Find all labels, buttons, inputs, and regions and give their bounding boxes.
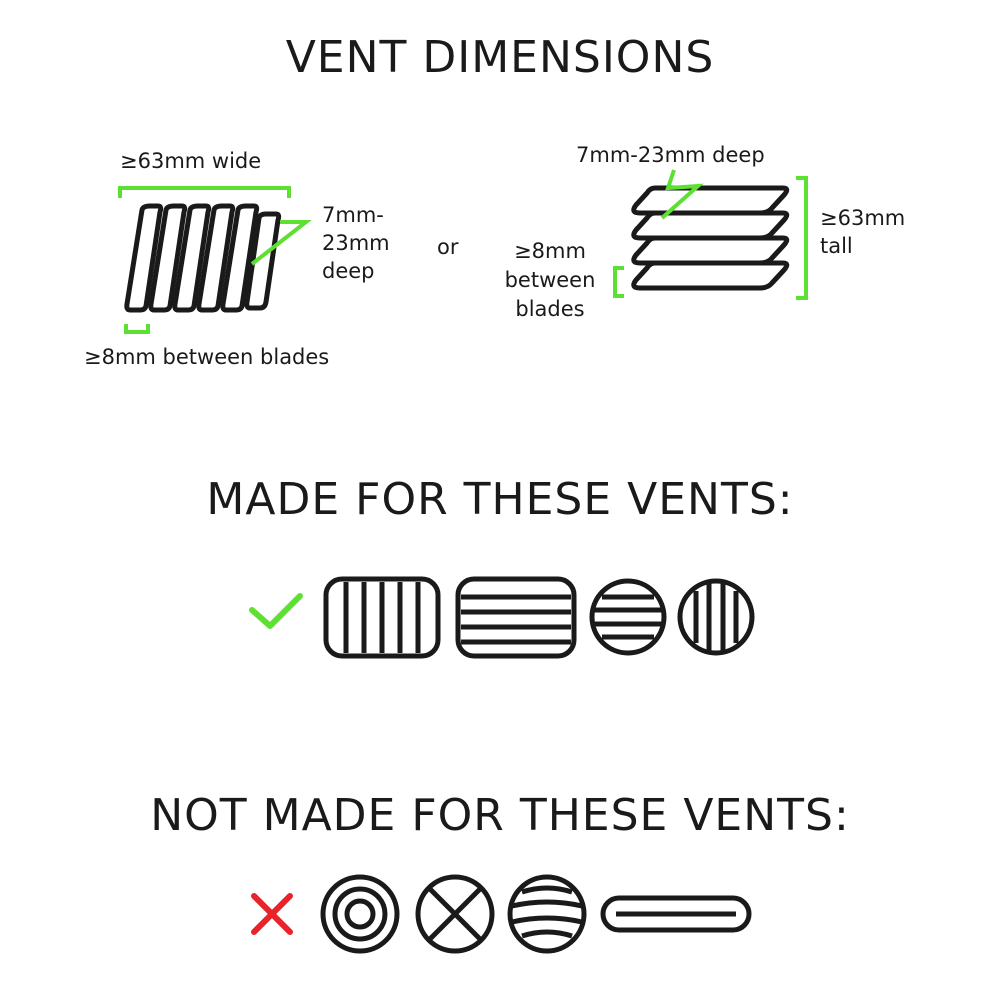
- horizontal-blade: [631, 260, 790, 291]
- horizontal-depth-label: 7mm-23mm deep: [576, 143, 765, 167]
- not-made-for-title: NOT MADE FOR THESE VENTS:: [150, 790, 850, 841]
- curved-round-vent-icon: [507, 874, 587, 954]
- vertical-blade: [148, 203, 188, 313]
- rect-vertical-vent-icon: [323, 576, 441, 659]
- width-bracket: [118, 186, 291, 198]
- x-round-vent-icon: [415, 874, 495, 954]
- vertical-depth-label-line3: deep: [322, 259, 375, 283]
- round-vertical-vent-icon: [677, 578, 755, 656]
- horizontal-height-label-line1: ≥63mm: [820, 206, 906, 230]
- vertical-depth-label-line1: 7mm-: [322, 203, 384, 227]
- horizontal-spacing-label-line2: between: [504, 268, 596, 292]
- check-icon: [249, 593, 303, 629]
- depth-indicator: [660, 169, 704, 220]
- vertical-width-label: ≥63mm wide: [120, 149, 262, 173]
- or-separator: or: [437, 235, 459, 259]
- horizontal-blade: [631, 235, 790, 266]
- single-slot-vent-icon: [600, 895, 752, 933]
- rect-horizontal-vent-icon: [455, 576, 577, 659]
- vertical-blade: [124, 203, 164, 313]
- vertical-spacing-label: ≥8mm between blades: [84, 345, 330, 369]
- vertical-depth-label-line2: 23mm: [322, 231, 390, 255]
- vertical-blade: [220, 203, 260, 313]
- vertical-blade: [244, 211, 282, 311]
- round-horizontal-vent-icon: [589, 578, 667, 656]
- vertical-blade: [172, 203, 212, 313]
- horizontal-blade: [631, 210, 790, 241]
- spacing-bracket: [613, 266, 624, 298]
- dimensions-title: VENT DIMENSIONS: [285, 32, 715, 83]
- horizontal-height-label-line2: tall: [820, 234, 853, 258]
- depth-indicator: [250, 220, 312, 266]
- height-bracket: [796, 176, 808, 300]
- made-for-title: MADE FOR THESE VENTS:: [206, 474, 794, 525]
- horizontal-spacing-label-line3: blades: [515, 297, 585, 321]
- spacing-bracket: [124, 324, 150, 334]
- horizontal-spacing-label-line1: ≥8mm: [514, 239, 586, 263]
- cross-icon: [251, 893, 293, 935]
- vertical-blade: [196, 203, 236, 313]
- concentric-vent-icon: [320, 874, 400, 954]
